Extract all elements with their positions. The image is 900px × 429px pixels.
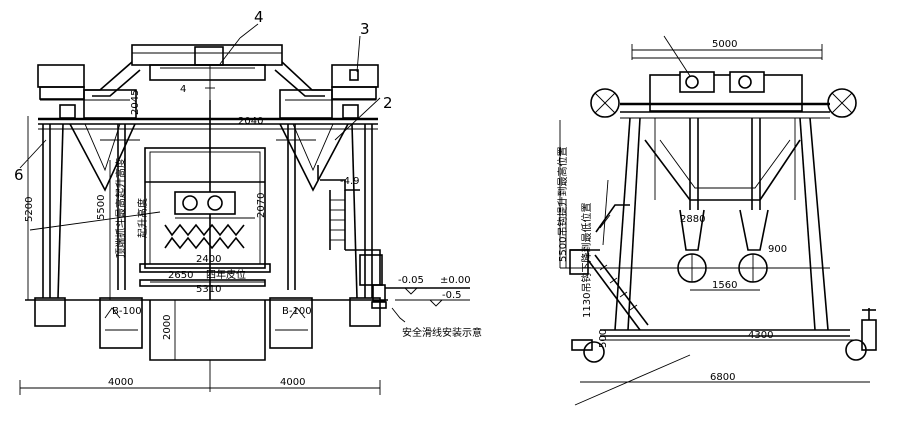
note-hook-lowest-position: 1130吊钩下降到最低位置 [580, 203, 593, 318]
girder-bracing [69, 123, 349, 192]
dim-1560: 1560 [712, 280, 737, 291]
dim-5000: 5000 [712, 39, 737, 50]
note-grab-lift-height: 顶端抓斗最高起升高度 [114, 158, 127, 258]
dim-neg-0-05: -0.05 [398, 275, 424, 286]
dim-2000: 2000 [162, 315, 173, 340]
right-wheels [571, 308, 877, 363]
note-hook-highest-position: 5500吊钩提升到最高位置 [556, 147, 569, 262]
right-hooks [560, 118, 830, 283]
right-leader-lines [574, 35, 691, 406]
dim-500: 500 [598, 329, 609, 348]
part-number-2: 3 [360, 20, 370, 38]
dim-neg-0-5: -0.5 [442, 290, 462, 301]
left-top-carriage [37, 64, 137, 119]
part-number-3: 4 [254, 8, 264, 26]
right-gantry-frame [600, 117, 850, 337]
dim-5310: 5310 [196, 284, 221, 295]
outer-legs [25, 123, 388, 327]
dim-4000-right: 4000 [280, 377, 305, 388]
dim-pm-0-00: ±0.00 [440, 275, 471, 286]
dim-2070: 2070 [256, 193, 267, 218]
dim-2650: 2650 [168, 270, 193, 281]
note-car-position: 四年皮位 [206, 268, 246, 281]
left-leader-lines [19, 23, 381, 231]
main-girder [38, 117, 378, 130]
left-elevation-view: 4 3 2 6 2045 2040 5200 5500 4 -4.9 2070 … [14, 8, 482, 395]
note-safety-rail: 安全滑线安装示意 [402, 326, 482, 339]
part-number-4: 6 [14, 166, 24, 184]
dim-5200: 5200 [24, 197, 35, 222]
dim-6800: 6800 [710, 372, 735, 383]
stair-ladder-left [317, 165, 383, 286]
left-dimension-lines [19, 116, 381, 395]
dim-4300: 4300 [748, 330, 773, 341]
dim-2045: 2045 [130, 90, 141, 115]
dim-900: 900 [768, 244, 787, 255]
grab-cage [139, 147, 271, 287]
dim-5500: 5500 [96, 195, 107, 220]
safety-rail-detail [371, 284, 470, 323]
dim-b100-right: B-100 [282, 306, 312, 317]
right-stair [569, 204, 649, 331]
note-car-lift-height: 起升高度 [136, 198, 149, 238]
dim-2400: 2400 [196, 254, 221, 265]
dim-2040: 2040 [238, 116, 263, 127]
part-number-1: 2 [383, 94, 393, 112]
right-trolley [590, 57, 857, 119]
right-side-view: 5000 2880 900 1560 4300 6800 500 5500吊钩提… [556, 35, 877, 406]
dim-b100-left: B-100 [112, 306, 142, 317]
dim-neg-4-9: -4.9 [340, 176, 360, 187]
lower-pit [99, 297, 313, 361]
dim-4: 4 [180, 84, 186, 95]
trolley-top-frame [85, 44, 330, 100]
dim-2880: 2880 [680, 214, 705, 225]
dim-4000-left: 4000 [108, 377, 133, 388]
